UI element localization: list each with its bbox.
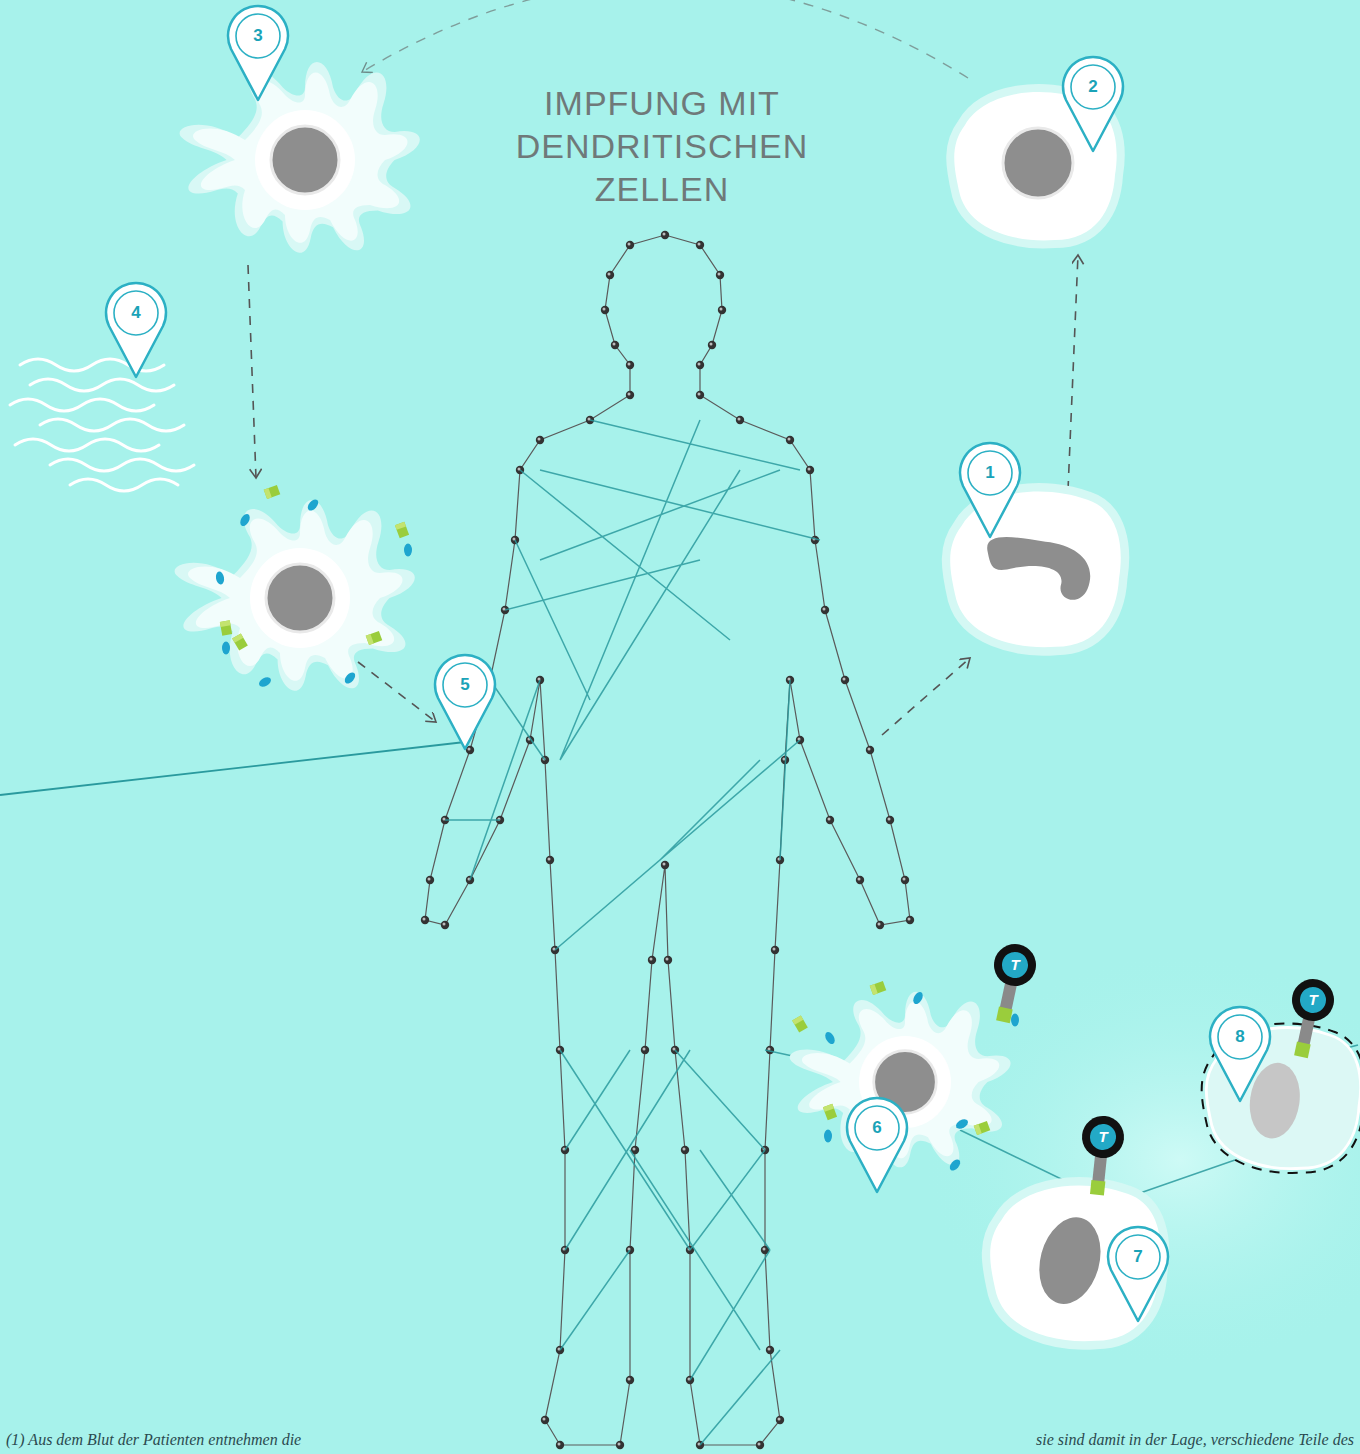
t-cell-label: T (1308, 992, 1317, 1008)
callout-number: 2 (1088, 77, 1097, 97)
caption-fragment: (1) Aus dem Blut der Patienten entnehmen… (6, 1430, 301, 1450)
t-cell-label: T (1098, 1129, 1107, 1145)
callout-number: 7 (1133, 1247, 1142, 1267)
callout-number: 1 (985, 463, 994, 483)
callout-number: 8 (1235, 1027, 1244, 1047)
callout-number: 4 (131, 303, 140, 323)
caption-fragment: sie sind damit in der Lage, verschiedene… (1036, 1430, 1354, 1450)
t-cell-label: T (1010, 957, 1019, 973)
callout-number: 6 (872, 1118, 881, 1138)
diagram-title: IMPFUNG MIT DENDRITISCHEN ZELLEN (472, 82, 852, 211)
callout-number: 5 (460, 675, 469, 695)
callout-number: 3 (253, 26, 262, 46)
